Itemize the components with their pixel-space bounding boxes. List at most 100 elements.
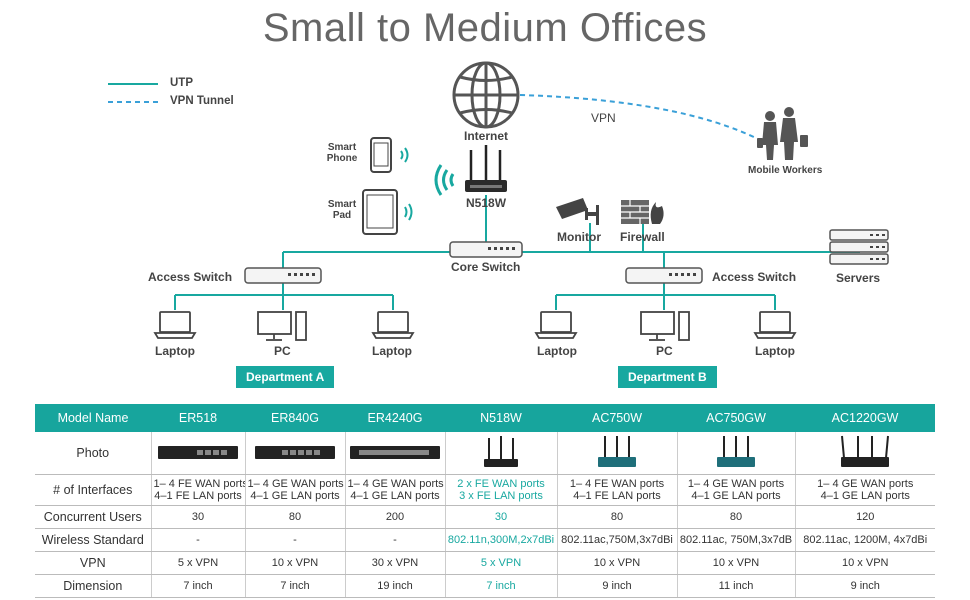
core-switch-icon bbox=[449, 241, 523, 258]
pad-wifi-icon bbox=[404, 203, 413, 221]
header-model: ER518 bbox=[151, 404, 245, 432]
table-cell: 80 bbox=[556, 505, 677, 529]
router-icon bbox=[465, 145, 507, 192]
table-cell: - bbox=[244, 528, 345, 552]
laptop-label: Laptop bbox=[537, 344, 577, 358]
table-cell: 5 x VPN bbox=[150, 551, 245, 575]
header-model: ER4240G bbox=[345, 404, 445, 432]
smart-phone-icon bbox=[370, 137, 392, 173]
access-switch-a-icon bbox=[244, 267, 322, 284]
smart-pad-label-line2: Pad bbox=[332, 210, 352, 221]
cell-line: 4–1 FE LAN ports bbox=[573, 490, 661, 502]
smart-pad-label: Smart Pad bbox=[322, 199, 362, 221]
firewall-icon bbox=[621, 200, 664, 224]
pc-label: PC bbox=[656, 344, 673, 358]
internet-label: Internet bbox=[464, 129, 509, 143]
table-row-dimension: Dimension 7 inch 7 inch 19 inch 7 inch 9… bbox=[35, 574, 935, 598]
table-cell: 11 inch bbox=[676, 574, 795, 598]
legend-utp-label: UTP bbox=[170, 77, 193, 89]
photo-er840g bbox=[244, 432, 345, 475]
router-device-icon bbox=[350, 445, 440, 459]
cell-line: 1– 4 FE WAN ports bbox=[153, 478, 246, 490]
header-model: AC750W bbox=[557, 404, 677, 432]
page-title: Small to Medium Offices bbox=[262, 6, 708, 50]
servers-icon bbox=[829, 229, 889, 265]
cell-line: 1– 4 GE WAN ports bbox=[247, 478, 344, 490]
cell-line: 3 x FE LAN ports bbox=[459, 490, 543, 502]
laptop-label: Laptop bbox=[755, 344, 795, 358]
header-model: ER840G bbox=[245, 404, 345, 432]
table-cell: 802.11ac, 750M,3x7dB bbox=[676, 528, 795, 552]
department-b-badge: Department B bbox=[618, 366, 717, 388]
cell-line: 1– 4 GE WAN ports bbox=[817, 478, 914, 490]
cell-line: 4–1 GE LAN ports bbox=[691, 490, 781, 502]
table-cell: 802.11ac,750M,3x7dBi bbox=[556, 528, 677, 552]
header-model: N518W bbox=[445, 404, 557, 432]
smart-pad-icon bbox=[362, 189, 398, 235]
cell-line: 4–1 FE LAN ports bbox=[154, 490, 242, 502]
globe-icon bbox=[452, 61, 520, 129]
cell-line: 2 x FE WAN ports bbox=[457, 478, 545, 490]
router-device-icon bbox=[598, 435, 636, 467]
table-cell: 30 x VPN bbox=[344, 551, 445, 575]
vpn-tunnel-line bbox=[519, 94, 761, 141]
table-cell: 80 bbox=[244, 505, 345, 529]
camera-icon bbox=[556, 198, 599, 225]
pc-label: PC bbox=[274, 344, 291, 358]
wifi-icon bbox=[434, 164, 455, 196]
laptop-icon bbox=[371, 311, 415, 339]
row-label: Concurrent Users bbox=[35, 505, 151, 529]
router-device-icon bbox=[717, 435, 755, 467]
photo-n518w bbox=[444, 432, 557, 475]
router-label: N518W bbox=[466, 196, 507, 210]
table-cell: 19 inch bbox=[344, 574, 445, 598]
table-row-wireless: Wireless Standard - - - 802.11n,300M,2x7… bbox=[35, 528, 935, 552]
smart-pad-label-line1: Smart bbox=[327, 199, 357, 210]
router-device-icon bbox=[158, 445, 238, 459]
row-label: Dimension bbox=[35, 574, 151, 598]
smart-phone-label-line1: Smart bbox=[327, 142, 357, 153]
firewall-label: Firewall bbox=[620, 230, 665, 244]
mobile-workers-icon bbox=[757, 107, 808, 160]
servers-leds bbox=[870, 234, 885, 260]
utp-lines bbox=[174, 195, 860, 310]
access-switch-b-label: Access Switch bbox=[712, 270, 797, 284]
table-cell: 802.11ac, 1200M, 4x7dBi bbox=[794, 528, 935, 552]
table-cell: 10 x VPN bbox=[676, 551, 795, 575]
header-model-name: Model Name bbox=[35, 404, 151, 432]
router-device-icon bbox=[484, 435, 518, 467]
cell-line: 1– 4 GE WAN ports bbox=[347, 478, 444, 490]
mobile-workers-label: Mobile Workers bbox=[748, 165, 823, 176]
table-cell: - bbox=[344, 528, 445, 552]
table-cell: 10 x VPN bbox=[244, 551, 345, 575]
table-row-vpn: VPN 5 x VPN 10 x VPN 30 x VPN 5 x VPN 10… bbox=[35, 551, 935, 575]
table-cell: - bbox=[150, 528, 245, 552]
laptop-label: Laptop bbox=[155, 344, 195, 358]
table-cell: 7 inch bbox=[244, 574, 345, 598]
table-cell: 80 bbox=[676, 505, 795, 529]
table-header-row: Model Name ER518 ER840G ER4240G N518W AC… bbox=[35, 404, 935, 432]
table-row-photo: Photo bbox=[35, 432, 935, 475]
laptop-icon bbox=[534, 311, 578, 339]
monitor-label: Monitor bbox=[557, 230, 601, 244]
laptop-icon bbox=[753, 311, 797, 339]
row-label: VPN bbox=[35, 551, 151, 575]
laptop-icon bbox=[153, 311, 197, 339]
pc-icon bbox=[257, 311, 307, 341]
table-cell: 802.11n,300M,2x7dBi bbox=[444, 528, 557, 552]
laptop-label: Laptop bbox=[372, 344, 412, 358]
model-spec-table: Model Name ER518 ER840G ER4240G N518W AC… bbox=[35, 404, 935, 598]
table-cell: 5 x VPN bbox=[444, 551, 557, 575]
table-cell: 30 bbox=[444, 505, 557, 529]
legend-vpn-label: VPN Tunnel bbox=[170, 95, 234, 107]
photo-ac750gw bbox=[676, 432, 795, 475]
core-switch-label: Core Switch bbox=[451, 260, 521, 274]
photo-er4240g bbox=[344, 432, 445, 475]
phone-wifi-icon bbox=[400, 147, 409, 163]
